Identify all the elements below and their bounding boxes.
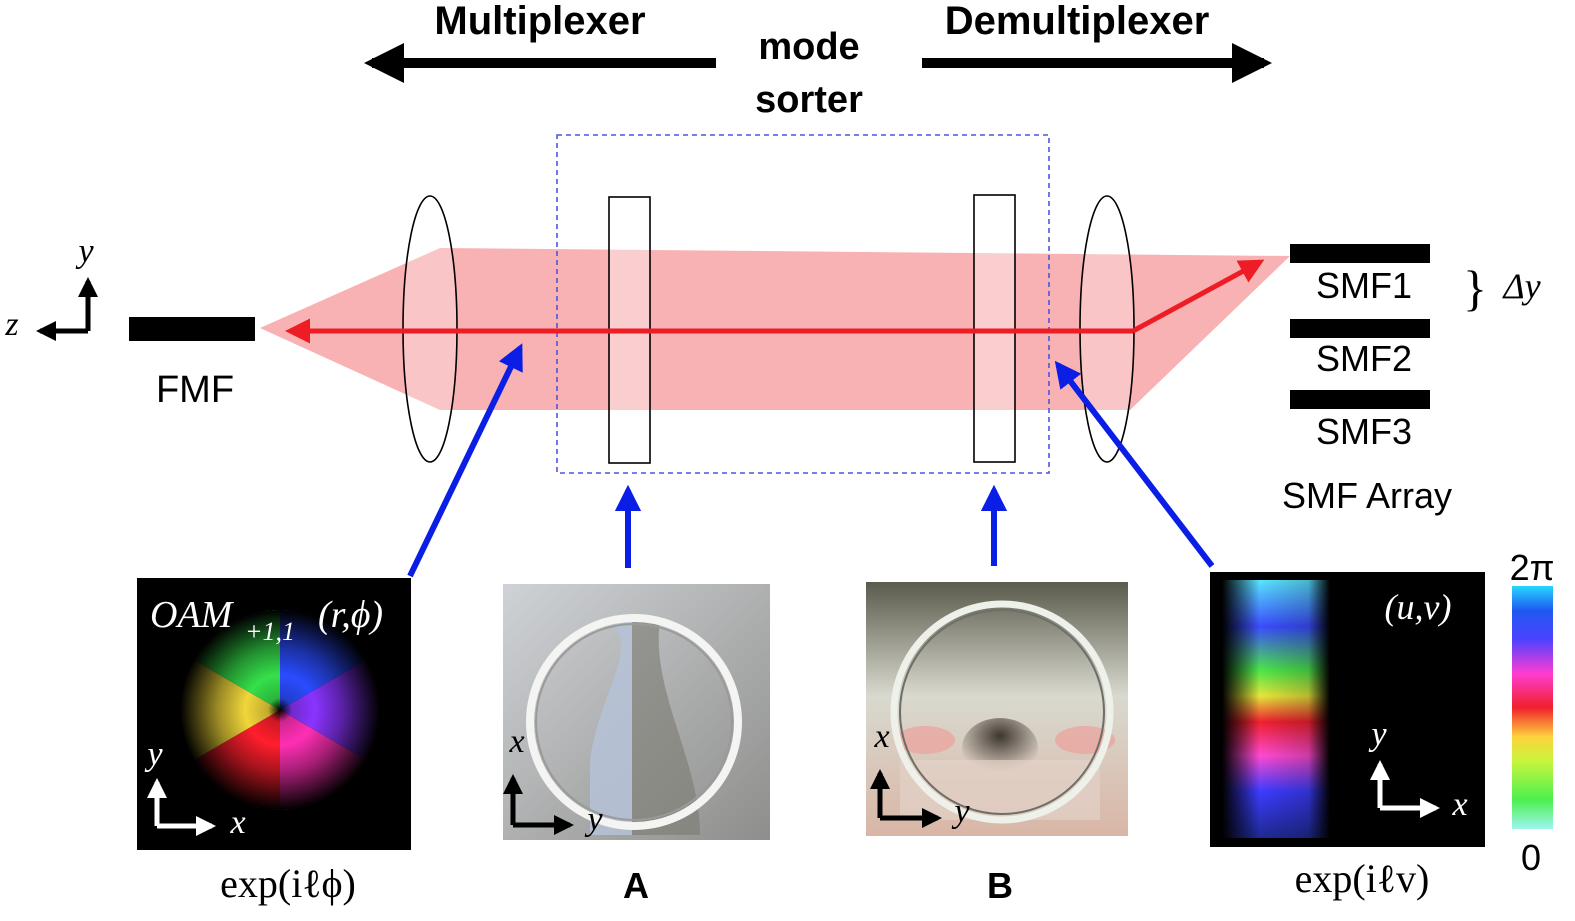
pointer-arrows <box>407 343 1215 578</box>
smf3-label: SMF3 <box>1316 411 1412 452</box>
smf1-fiber <box>1290 244 1430 263</box>
oam-axis-y: y <box>144 736 163 773</box>
panel-oam: OAM +1,1 (r,ϕ) y x <box>137 578 411 850</box>
smf3-fiber <box>1290 390 1430 409</box>
smf2-fiber <box>1290 319 1430 338</box>
beam-ray-deflected <box>1131 259 1265 334</box>
mode-sorter-label-line1: mode <box>758 26 859 68</box>
fmf-label: FMF <box>156 369 234 411</box>
colorbar-top-label: 2π <box>1510 547 1555 588</box>
delta-brace: } <box>1463 260 1487 316</box>
panel-a-axis-x: x <box>508 723 524 760</box>
phase-colorbar: 2π 0 <box>1510 547 1555 878</box>
pointer-to-left-lens <box>407 343 523 578</box>
oam-axis-x: x <box>229 804 245 841</box>
panel-uv: (u,v) y x <box>1210 572 1485 847</box>
panel-a-photo: x y <box>503 584 770 840</box>
mode-sorter-label-line2: sorter <box>755 79 863 121</box>
uv-axis-x: x <box>1451 786 1467 823</box>
oam-caption: exp(iℓϕ) <box>220 861 356 906</box>
panel-a-axis-y: y <box>584 801 603 838</box>
oam-label-main: OAM <box>150 594 235 636</box>
panel-b-axis-x: x <box>873 718 889 755</box>
mode-sorter-box <box>556 134 1050 474</box>
header: Multiplexer Demultiplexer mode sorter <box>364 0 1272 121</box>
left-axis-z-label: z <box>4 306 18 343</box>
demultiplexer-label: Demultiplexer <box>945 0 1210 43</box>
left-axis-y-label: y <box>75 233 94 270</box>
uv-band-image <box>1222 572 1485 847</box>
panel-a-caption: A <box>623 865 649 906</box>
uv-label: (u,v) <box>1385 587 1452 627</box>
multiplexer-label: Multiplexer <box>434 0 645 43</box>
oam-label-args: (r,ϕ) <box>318 594 383 636</box>
fmf-fiber <box>129 317 255 341</box>
panel-b-caption: B <box>987 865 1013 906</box>
delta-y-label: Δy <box>1501 266 1540 306</box>
colorbar-bottom-label: 0 <box>1521 837 1541 878</box>
uv-caption: exp(iℓv) <box>1295 856 1430 901</box>
smf-array: SMF1 SMF2 SMF3 SMF Array } Δy <box>1282 244 1541 516</box>
pointer-to-right-side <box>1054 360 1215 568</box>
smf-array-title: SMF Array <box>1282 475 1452 516</box>
left-axes: y z <box>4 233 98 343</box>
uv-axis-y: y <box>1368 716 1387 753</box>
panel-b-axis-y: y <box>951 793 970 830</box>
oam-label-sub: +1,1 <box>245 617 295 646</box>
smf1-label: SMF1 <box>1316 265 1412 306</box>
oam-vortex-image <box>180 610 380 810</box>
colorbar-gradient <box>1512 586 1553 829</box>
smf2-label: SMF2 <box>1316 338 1412 379</box>
panel-b-photo: x y <box>866 582 1128 836</box>
